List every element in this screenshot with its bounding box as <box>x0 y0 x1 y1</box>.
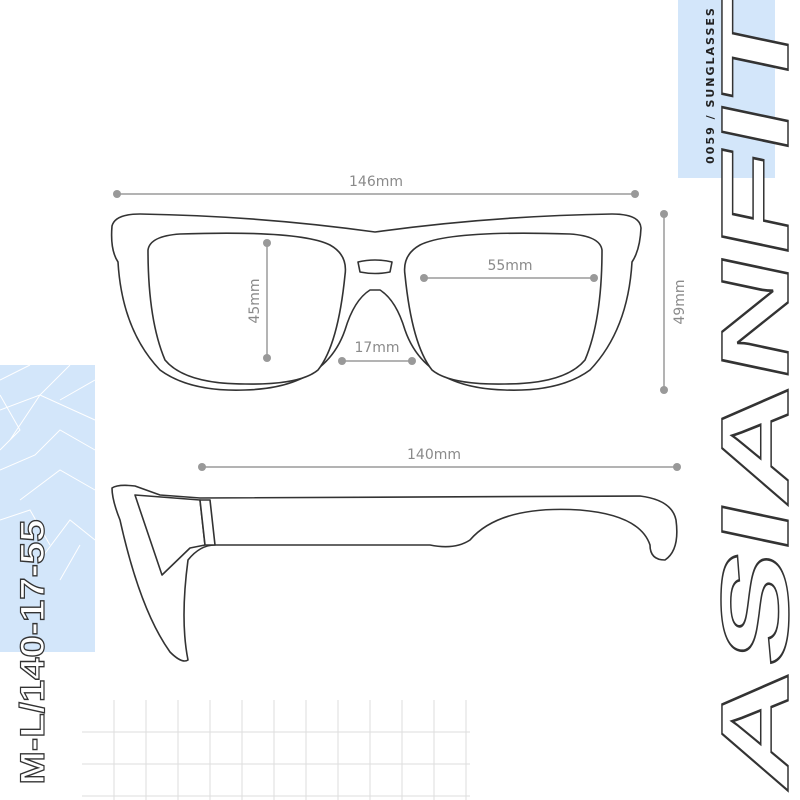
frame-front-view <box>110 213 642 391</box>
total-width-label: 146mm <box>349 174 403 190</box>
lens-height-label: 45mm <box>247 278 263 323</box>
lens-width-label: 55mm <box>487 258 532 274</box>
frame-height-label: 49mm <box>672 279 688 324</box>
dimension-total-width: 146mm <box>113 174 639 198</box>
accent-panel-top <box>678 0 775 178</box>
brand-title: ASIANFIT <box>701 0 800 799</box>
background-grid <box>82 700 470 800</box>
temple-length-label: 140mm <box>407 447 461 463</box>
temple-side-view <box>111 484 678 662</box>
dimension-bridge: 17mm <box>338 340 416 365</box>
dimension-temple-length: 140mm <box>198 447 681 471</box>
dimension-frame-height: 49mm <box>660 210 688 394</box>
dimension-lens-height: 45mm <box>247 239 271 362</box>
dimension-lens-width: 55mm <box>420 258 598 282</box>
size-code: M-L/140-17-55 <box>14 520 52 785</box>
bridge-label: 17mm <box>354 340 399 356</box>
accent-panel-left <box>0 364 96 652</box>
product-subtitle: 0059 / SUNGLASSES <box>704 6 717 164</box>
